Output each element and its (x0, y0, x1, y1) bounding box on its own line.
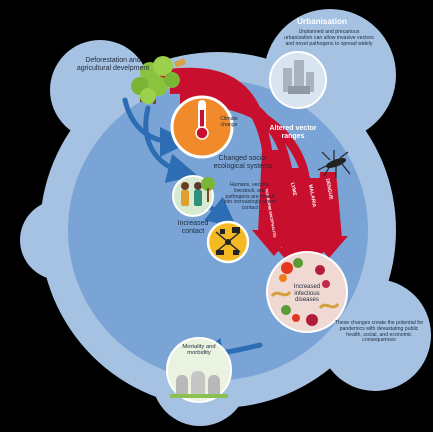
socio-ecological-title: Changed socio-ecological systems (213, 155, 273, 170)
thermometer-icon (195, 100, 209, 140)
socio-ecological-description: Humans, vectors, livestock, and pathogen… (223, 182, 277, 212)
increased-contact-label: Increased contact (177, 220, 209, 235)
consequences-label: These changes create the potential for p… (334, 320, 424, 344)
infectious-label: Increased infectious diseases (293, 284, 321, 304)
urbanisation-circle (269, 51, 327, 109)
people-icon (172, 175, 215, 217)
tree-icon (131, 56, 186, 104)
urbanisation-title: Urbanisation (296, 17, 348, 26)
red-arrows (160, 67, 348, 272)
mosquito-icon (317, 150, 351, 178)
virus-icon (270, 258, 340, 326)
climate-change-circle (170, 95, 234, 159)
animal-contact-icon (206, 220, 250, 264)
climate-change-label: Climate change (220, 116, 238, 128)
gravestone-icon (170, 371, 228, 398)
deforestation-label: Deforestation and agricultural develpmen… (76, 57, 150, 72)
mortality-label: Mortality and morbidity (182, 344, 216, 357)
urbanisation-description: Unplanned and precarious urbanization ca… (284, 29, 374, 47)
city-icon (283, 60, 314, 94)
infectious-circle (266, 251, 348, 333)
mortality-circle (166, 337, 232, 403)
altered-vector-label: Altered vector ranges (269, 125, 317, 140)
